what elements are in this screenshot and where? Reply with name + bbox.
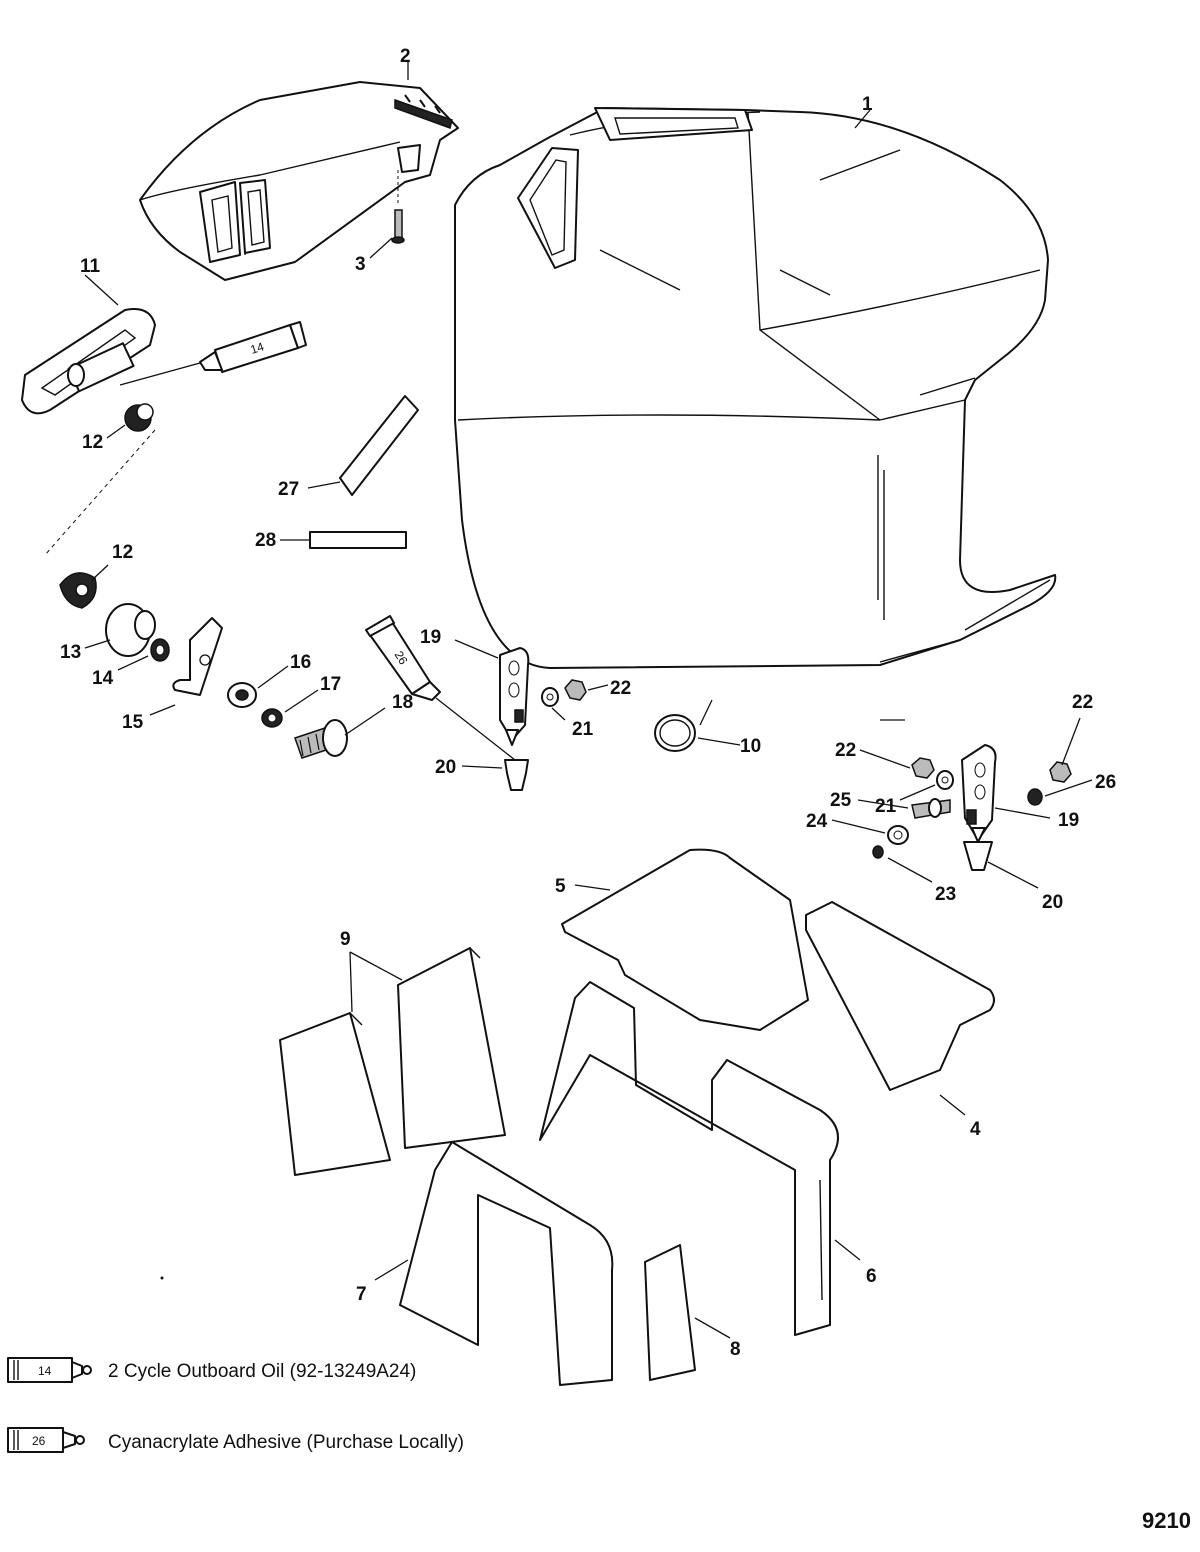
callout-14: 14: [92, 668, 114, 689]
callout-5: 5: [555, 876, 566, 897]
legend-text-26: Cyanacrylate Adhesive (Purchase Locally): [108, 1432, 464, 1453]
top-cowl-part-1: [454, 107, 1057, 669]
callout-26: 26: [1095, 772, 1116, 793]
callout-28: 28: [255, 530, 276, 551]
plug-part-10: [654, 699, 741, 752]
bracket-assembly-right: [831, 717, 1093, 889]
callout-3: 3: [355, 254, 366, 275]
grommet-part-12-upper: [44, 403, 156, 556]
adhesive-tube-26: 26: [365, 615, 516, 761]
callout-19-left: 19: [420, 627, 441, 648]
foam-panel-part-7: [374, 1141, 614, 1386]
legend-code-14: 14: [38, 1364, 52, 1378]
callout-20-left: 20: [435, 757, 456, 778]
tube-14-label: 14: [249, 339, 266, 357]
callout-17: 17: [320, 674, 341, 695]
callout-8: 8: [730, 1339, 741, 1360]
callout-16: 16: [290, 652, 311, 673]
decal-part-28: [280, 531, 407, 549]
callout-11: 11: [80, 256, 101, 277]
callout-20-right: 20: [1042, 892, 1063, 913]
callout-12-upper: 12: [82, 432, 103, 453]
callout-22-right: 22: [1072, 692, 1093, 713]
legend-text-14: 2 Cycle Outboard Oil (92-13249A24): [108, 1361, 416, 1382]
callout-21-left: 21: [572, 719, 594, 740]
legend: 14 2 Cycle Outboard Oil (92-13249A24) 26…: [7, 1357, 464, 1453]
callout-18: 18: [392, 692, 413, 713]
callout-6: 6: [866, 1266, 877, 1287]
callout-22-mid: 22: [835, 740, 856, 761]
rear-cover-part-2: [139, 60, 459, 281]
callout-7: 7: [356, 1284, 367, 1305]
callout-1: 1: [862, 94, 873, 115]
legend-code-26: 26: [32, 1434, 46, 1448]
callout-19-right: 19: [1058, 810, 1079, 831]
foam-panel-part-8: [644, 1244, 731, 1381]
foam-panels-part-9: [279, 947, 506, 1176]
callout-4: 4: [970, 1119, 981, 1140]
callout-13: 13: [60, 642, 81, 663]
callout-labels: 1 2 3 11 12 27 28 12 13 14 15 16 17 18 1…: [60, 46, 1116, 1360]
legend-tube-26-icon: [7, 1427, 85, 1453]
callout-27: 27: [278, 479, 299, 500]
legend-tube-14-icon: [7, 1357, 92, 1383]
callout-12-lower: 12: [112, 542, 133, 563]
legend-row-26: 26 Cyanacrylate Adhesive (Purchase Local…: [7, 1427, 464, 1453]
callout-22-left: 22: [610, 678, 631, 699]
decal-part-27: [307, 395, 419, 496]
callout-10: 10: [740, 736, 761, 757]
oil-tube-14: 14: [119, 321, 307, 386]
bracket-assembly-left: [454, 639, 609, 791]
screw-part-3: [369, 170, 405, 259]
callout-15: 15: [122, 712, 144, 733]
latch-handle-part-11: [21, 274, 156, 415]
legend-row-14: 14 2 Cycle Outboard Oil (92-13249A24): [7, 1357, 416, 1383]
callout-9: 9: [340, 929, 351, 950]
callout-21-right: 21: [875, 796, 897, 817]
foam-panel-part-5: [561, 848, 809, 1031]
callout-25: 25: [830, 790, 852, 811]
latch-assembly: [59, 564, 386, 759]
callout-24: 24: [806, 811, 828, 832]
foam-panel-part-4: [805, 901, 995, 1116]
callout-2: 2: [400, 46, 411, 67]
foam-panel-part-6: [539, 981, 861, 1336]
callout-23: 23: [935, 884, 956, 905]
figure-reference-number: 9210: [1142, 1508, 1191, 1533]
